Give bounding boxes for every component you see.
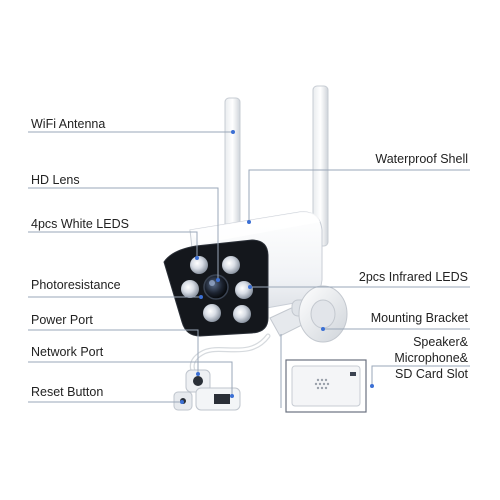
- leader-hd-lens: [28, 187, 219, 280]
- label-mounting-bracket: Mounting Bracket: [370, 311, 468, 325]
- white-led-2: [222, 256, 240, 274]
- speaker-grille: [314, 378, 330, 390]
- network-port: [195, 387, 241, 411]
- label-reset-button: Reset Button: [31, 385, 104, 399]
- white-led-1: [190, 256, 208, 274]
- leader-sd-card-slot: [371, 365, 470, 386]
- leader-white-leds: [28, 231, 198, 258]
- wifi-antenna-left: [224, 97, 241, 231]
- label-white-leds: 4pcs White LEDS: [31, 217, 129, 231]
- label-network-port: Network Port: [31, 345, 104, 359]
- leader-dots: [180, 130, 374, 404]
- label-waterproof-shell: Waterproof Shell: [375, 152, 468, 166]
- sd-card-slot-box: [285, 359, 367, 413]
- white-led-4: [203, 304, 221, 322]
- label-microphone: Microphone&: [394, 351, 468, 365]
- label-power-port: Power Port: [31, 313, 93, 327]
- leader-power-port: [28, 329, 199, 374]
- label-speaker-mic-sd: Speaker& Microphone& SD Card Slot: [394, 334, 468, 382]
- label-speaker: Speaker&: [413, 335, 468, 349]
- leader-network-port: [28, 361, 233, 396]
- label-infrared-leds: 2pcs Infrared LEDS: [358, 270, 468, 284]
- infrared-led-1: [235, 281, 253, 299]
- white-led-3: [181, 280, 199, 298]
- label-sd-card-slot: SD Card Slot: [395, 367, 468, 381]
- leader-lines: [28, 131, 470, 408]
- label-hd-lens: HD Lens: [31, 173, 80, 187]
- label-photoresistance: Photoresistance: [31, 278, 121, 292]
- label-wifi-antenna: WiFi Antenna: [31, 117, 106, 131]
- infrared-led-2: [233, 305, 251, 323]
- hd-lens: [203, 274, 229, 300]
- leader-waterproof-shell: [248, 169, 470, 222]
- mounting-bracket: [269, 285, 348, 343]
